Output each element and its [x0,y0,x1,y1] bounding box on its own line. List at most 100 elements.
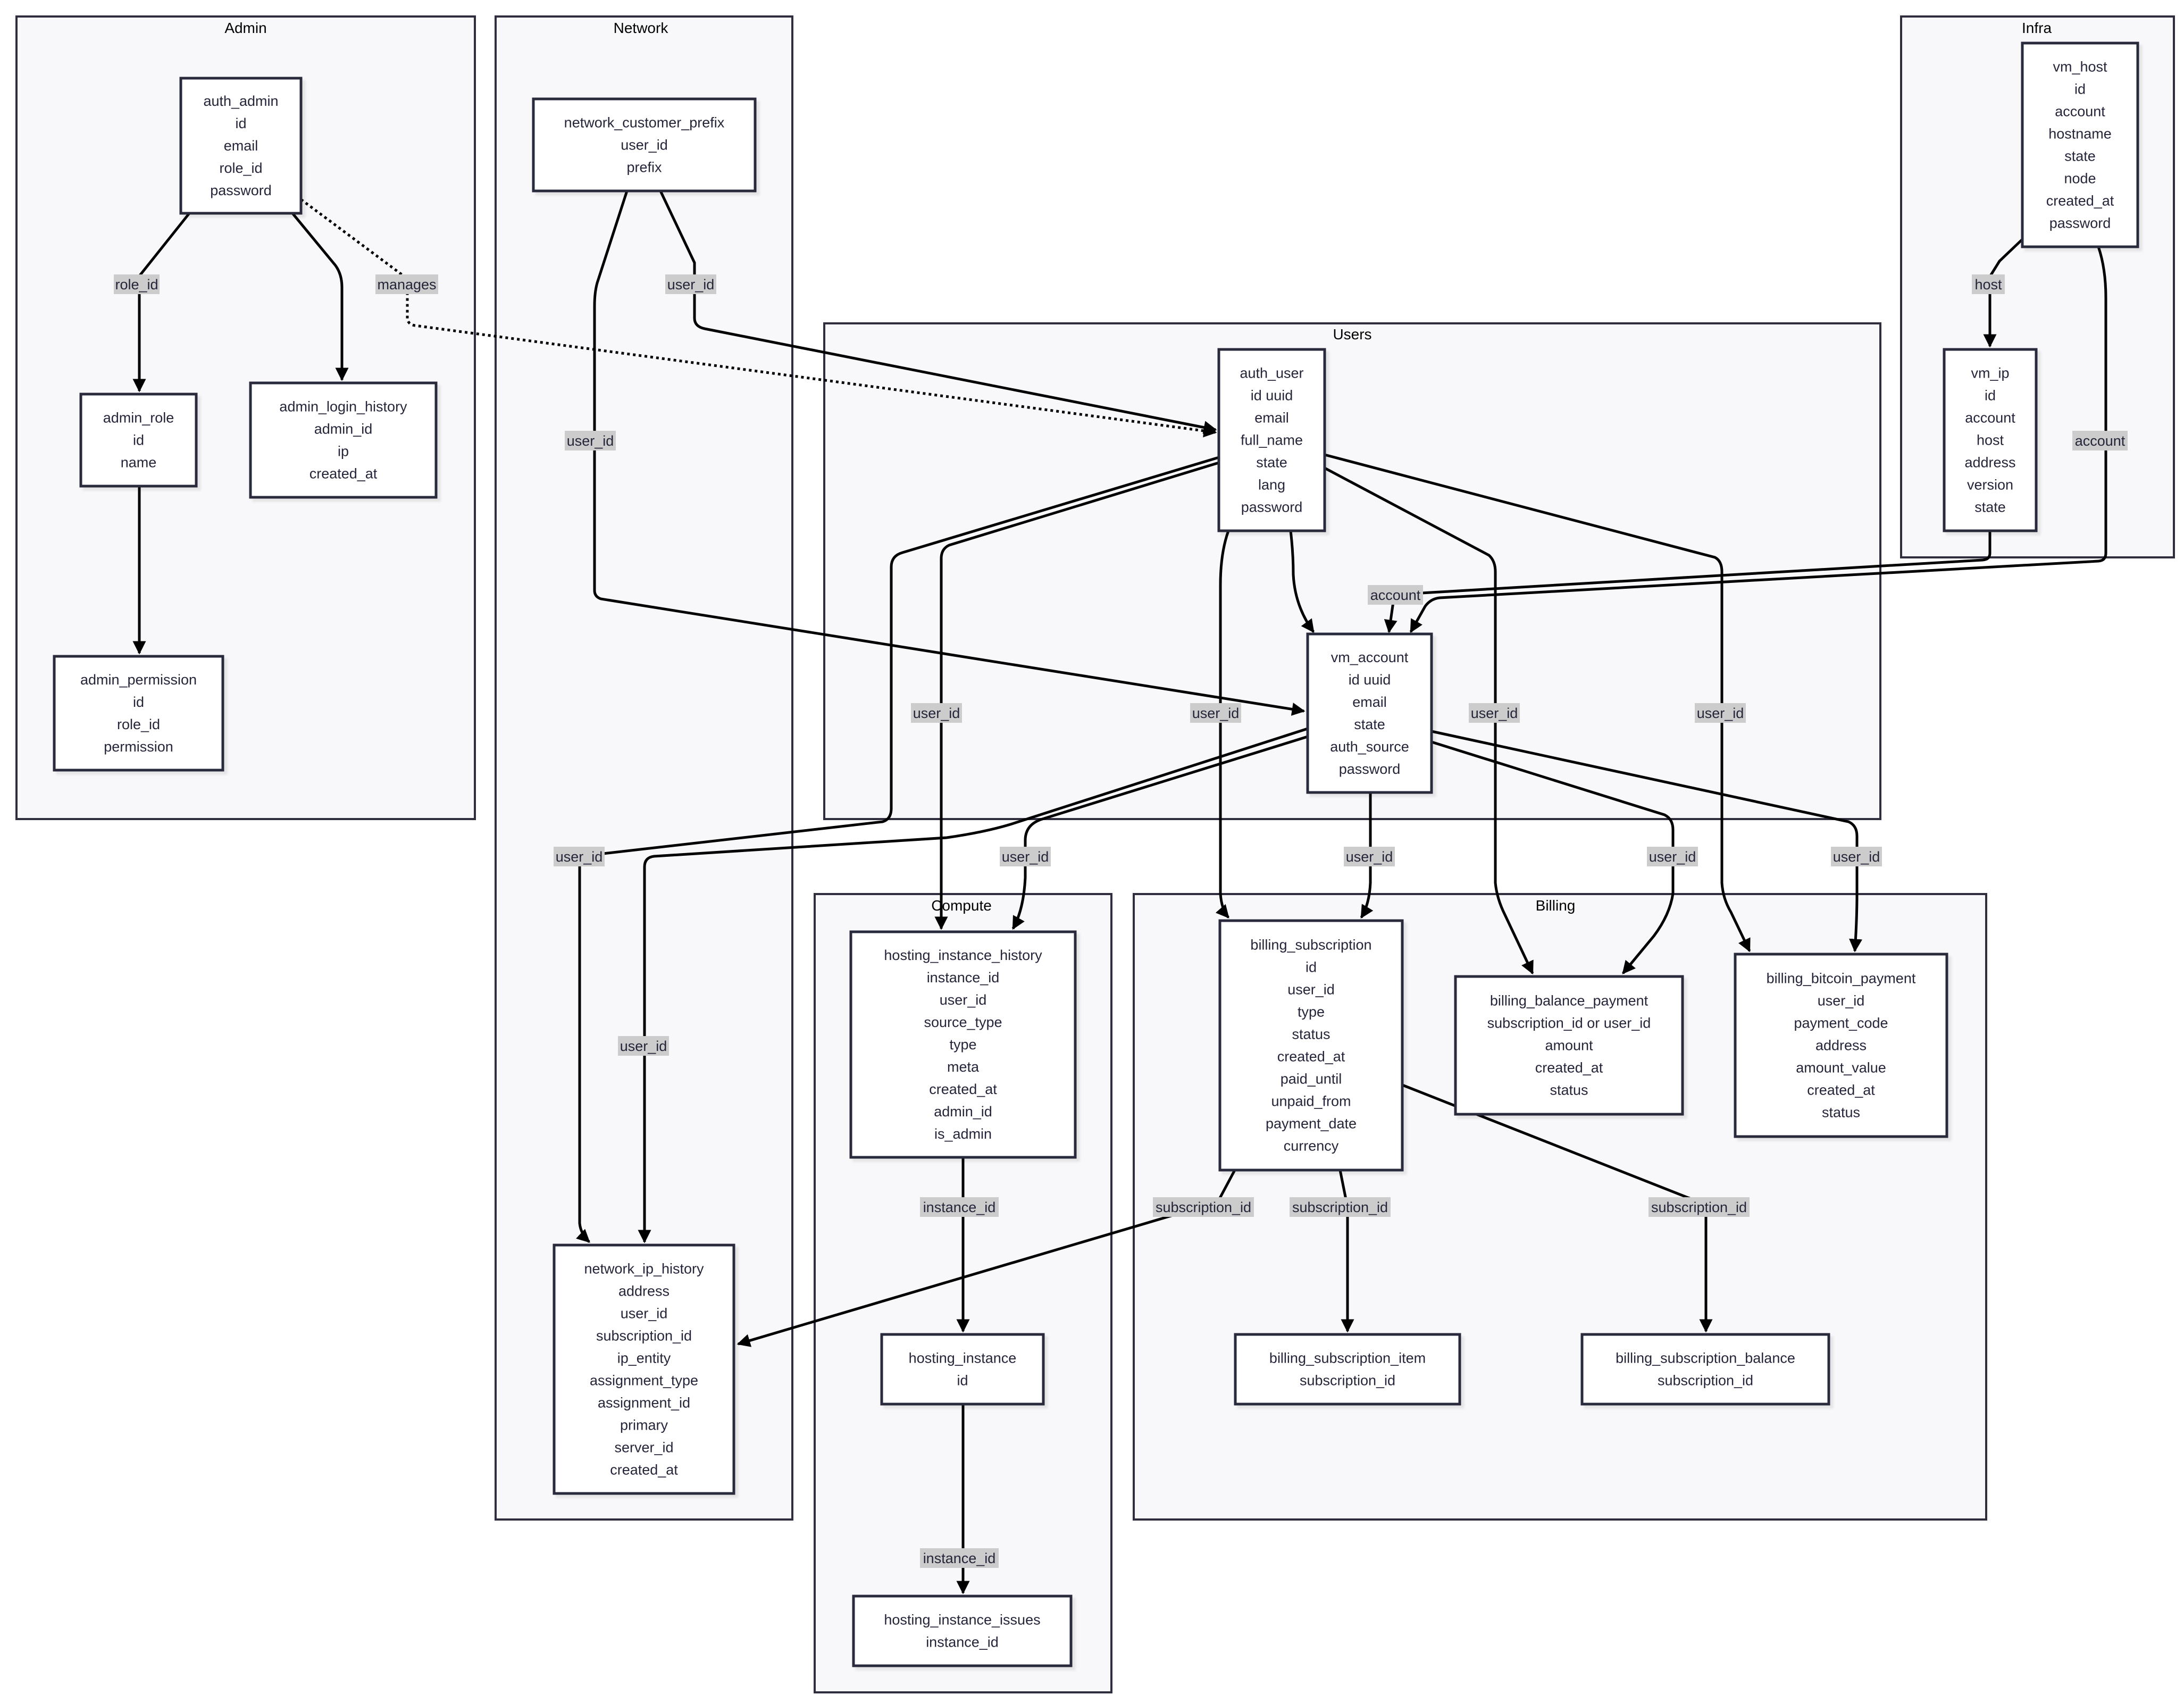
table-name: hosting_instance [909,1350,1017,1366]
table-field: id [235,115,246,131]
edge-label: account [2072,431,2128,450]
table-field: name [121,455,157,471]
edge-label: user_id [1647,847,1698,866]
table-field: user_id [940,992,987,1008]
table-box [249,381,438,499]
table-node-billing-subscription-balance[interactable]: billing_subscription_balancesubscription… [1580,1333,1830,1406]
edge-auth-user-to-balance-payment [1324,466,1534,975]
edge-label: account [1368,585,1423,605]
table-node-hosting-instance-history[interactable]: hosting_instance_historyinstance_iduser_… [849,930,1077,1159]
edge-vm-ip-to-vm-account [1384,531,1991,633]
table-field: amount_value [1796,1060,1886,1076]
table-box [1734,953,1948,1138]
edge-label: user_id [1469,703,1520,723]
table-field: state [1974,499,2006,515]
svg-text:user_id: user_id [1346,849,1393,865]
edge-label: subscription_id [1290,1197,1391,1217]
svg-text:user_id: user_id [556,849,603,865]
table-field: type [949,1037,976,1053]
table-node-vm-host[interactable]: vm_hostidaccounthostnamestatenodecreated… [2021,41,2139,248]
table-field: address [618,1283,670,1299]
edge-vm-account-to-balance-payment [1431,740,1675,974]
table-field: status [1822,1105,1860,1121]
table-field: password [1241,499,1303,515]
edge-label: manages [375,274,438,294]
edge-vm-account-to-billing-subscription [1360,792,1374,919]
table-field: id [957,1373,968,1389]
table-field: primary [620,1417,668,1433]
table-field: instance_id [927,970,1000,986]
table-field: subscription_id [1658,1373,1753,1389]
table-field: password [1339,761,1401,777]
cluster-title: Infra [2022,20,2052,36]
table-name: vm_host [2053,59,2107,75]
edge-label: user_id [1344,847,1395,866]
table-field: instance_id [926,1634,999,1650]
table-box [79,393,198,488]
table-box [1306,632,1433,794]
cluster-title: Users [1333,326,1371,343]
table-name: vm_account [1331,649,1409,665]
table-name: admin_permission [80,672,197,688]
table-field: id [133,694,144,710]
svg-text:instance_id: instance_id [923,1550,996,1566]
svg-text:user_id: user_id [567,433,614,449]
edge-auth-user-to-vm-account [1289,530,1315,633]
table-field: created_at [1535,1060,1603,1076]
table-field: status [1550,1082,1588,1098]
table-field: version [1967,477,2013,493]
cluster-title: Admin [224,20,266,36]
table-name: auth_user [1240,365,1303,381]
table-box [53,655,224,772]
edge-label: user_id [1000,847,1051,866]
svg-text:subscription_id: subscription_id [1651,1199,1747,1215]
table-field: user_id [1818,993,1865,1009]
table-name: network_customer_prefix [564,115,725,131]
table-field: source_type [924,1014,1002,1030]
table-name: admin_role [103,410,174,426]
edge-label: role_id [114,274,160,294]
table-field: created_at [1277,1049,1345,1065]
table-field: full_name [1241,432,1303,448]
svg-text:role_id: role_id [115,277,158,293]
svg-text:user_id: user_id [1002,849,1049,865]
svg-text:user_id: user_id [1471,705,1518,721]
table-box [1943,348,2038,532]
table-name: billing_balance_payment [1490,993,1649,1009]
table-field: currency [1284,1138,1339,1154]
edge-vm-account-to-hosting-history [1011,735,1308,930]
table-node-network-ip-history[interactable]: network_ip_historyaddressuser_idsubscrip… [553,1243,735,1495]
edge-label: subscription_id [1649,1197,1750,1217]
table-field: email [224,138,258,154]
edge-label: user_id [618,1036,669,1056]
table-name: vm_ip [1971,365,2009,381]
table-name: billing_subscription_item [1269,1350,1426,1366]
table-name: auth_admin [203,93,278,109]
edge-network-prefix-to-auth-user [659,190,1217,434]
table-name: admin_login_history [279,399,407,415]
table-field: id uuid [1349,672,1391,688]
table-node-billing-bitcoin-payment[interactable]: billing_bitcoin_paymentuser_idpayment_co… [1734,953,1948,1138]
table-field: auth_source [1330,739,1409,755]
svg-text:user_id: user_id [667,277,715,293]
svg-text:user_id: user_id [1649,849,1696,865]
cluster-title: Billing [1536,897,1576,914]
table-field: state [1354,716,1385,732]
table-node-billing-subscription[interactable]: billing_subscriptioniduser_idtypestatusc… [1218,919,1404,1172]
svg-text:host: host [1974,277,2002,293]
table-box [1234,1333,1461,1406]
